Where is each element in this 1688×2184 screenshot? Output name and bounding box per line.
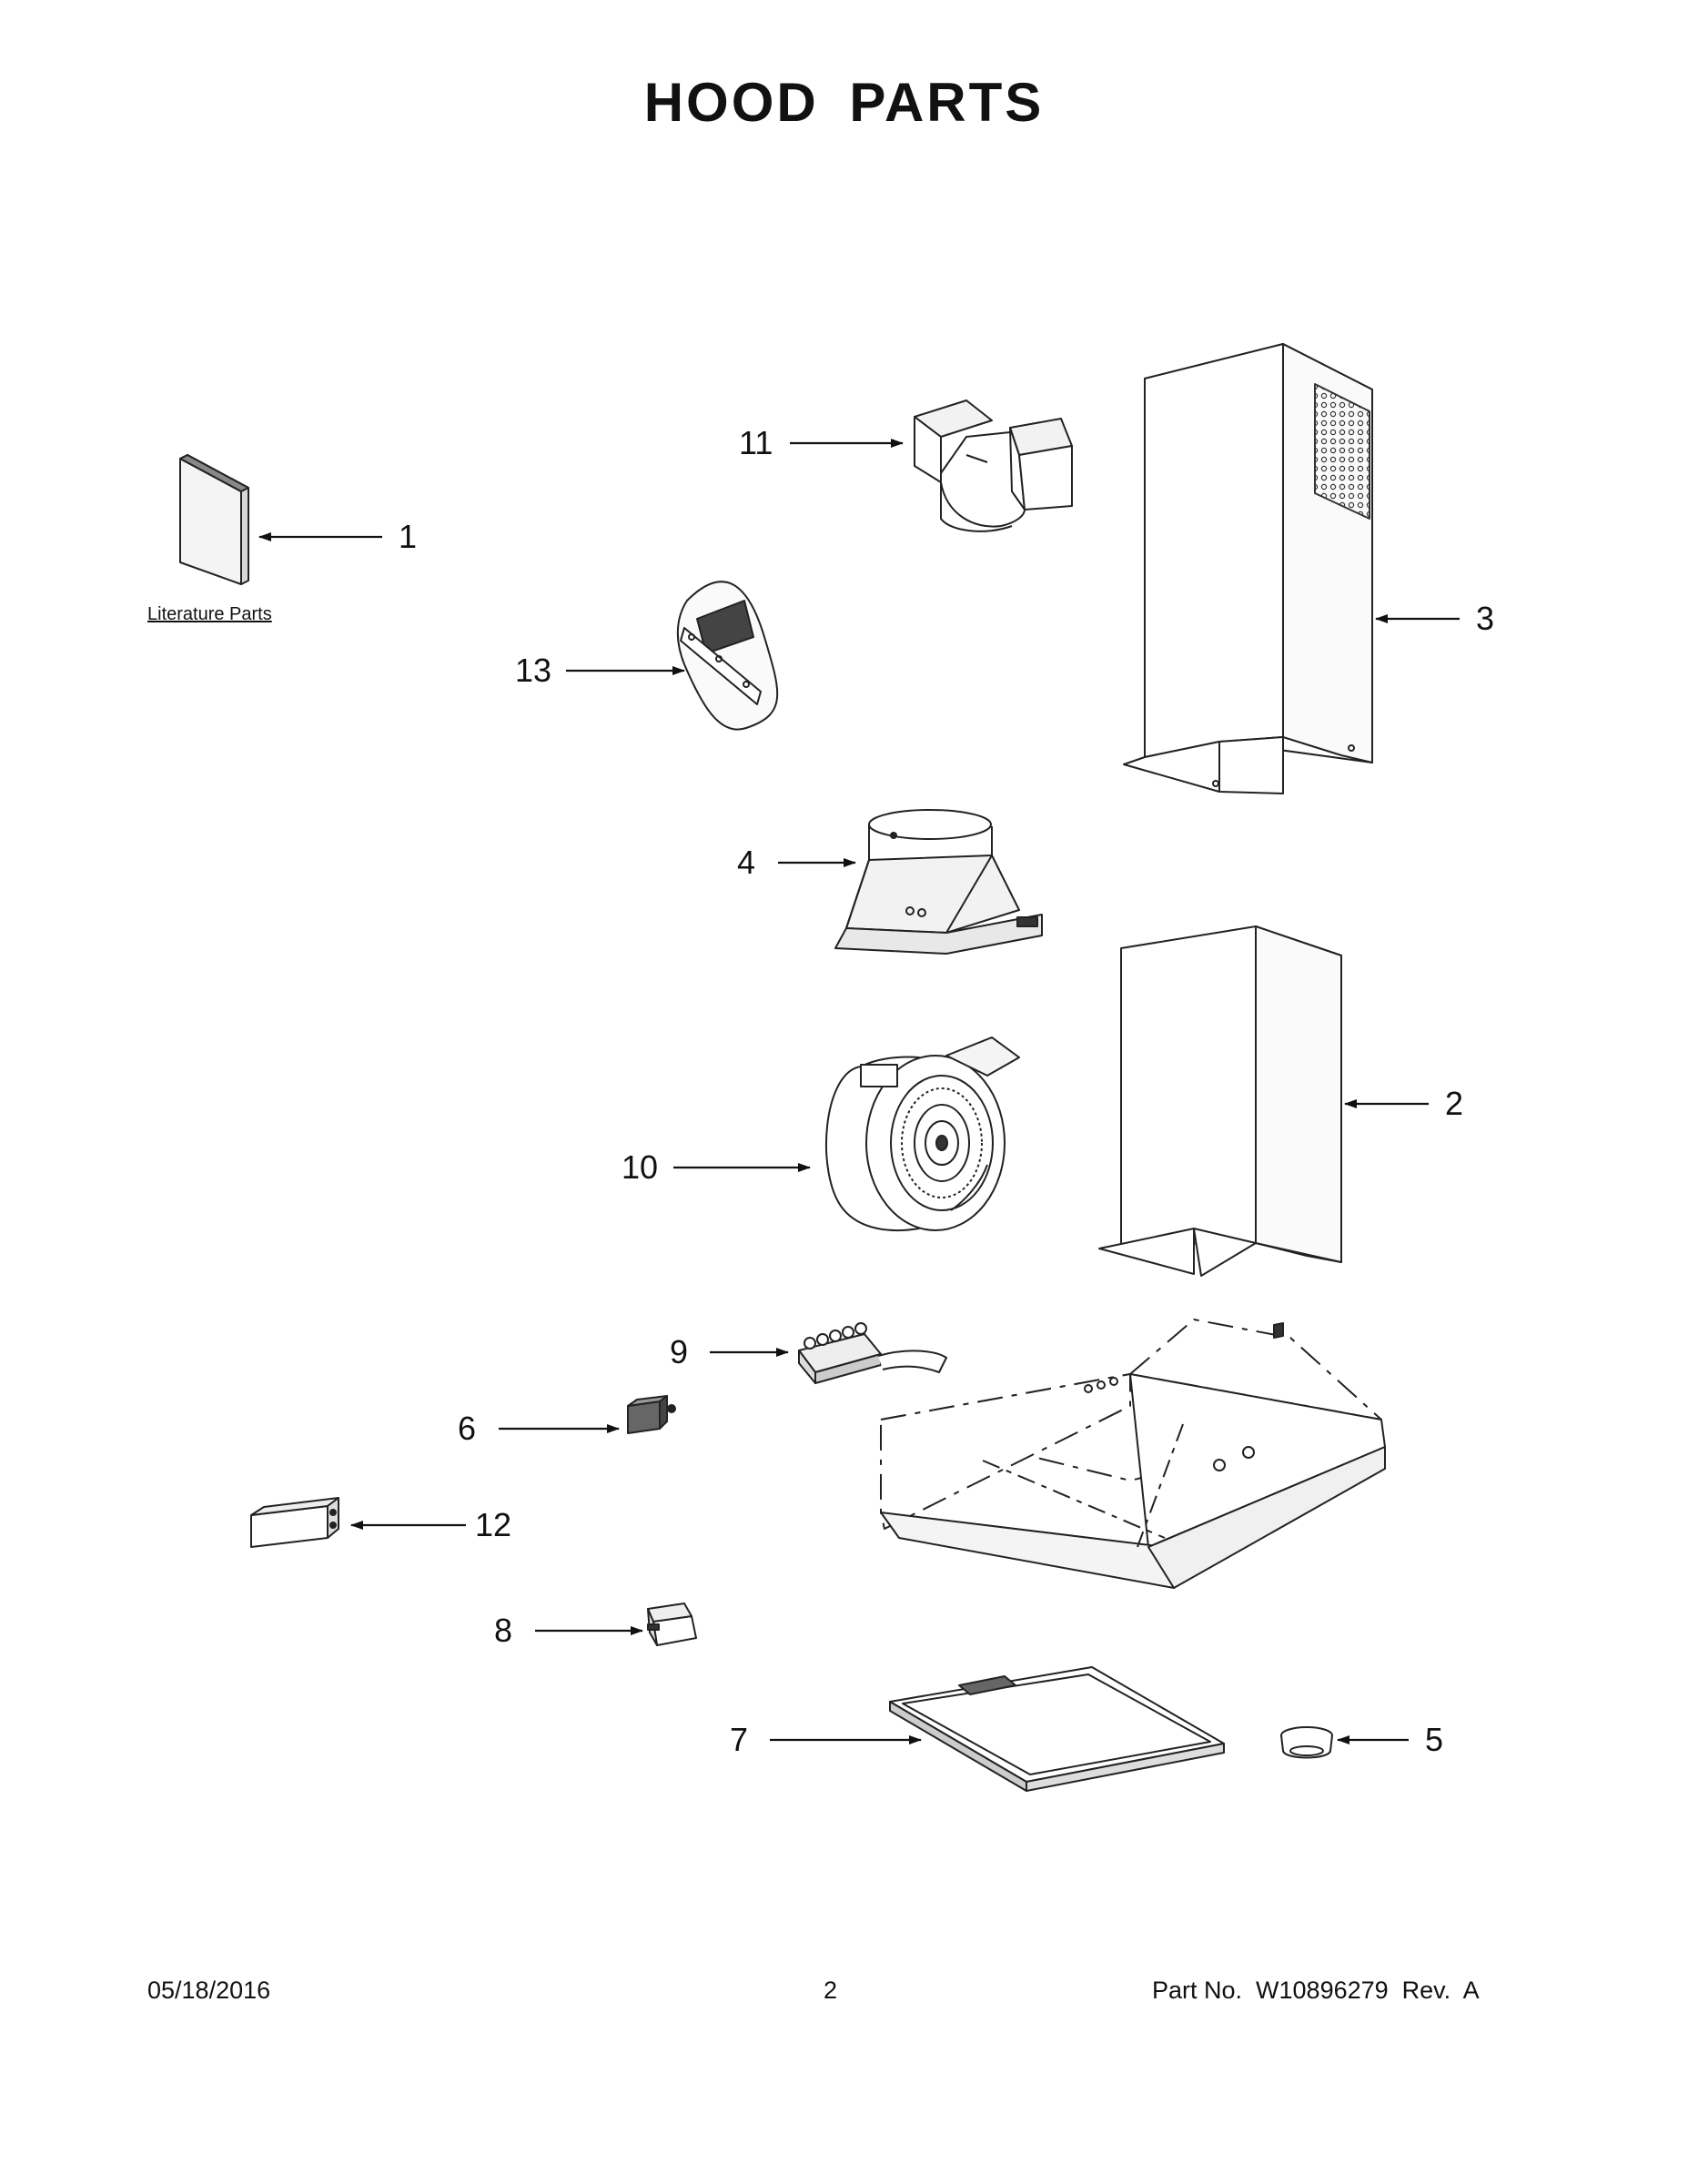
callout-7: 7 [730, 1721, 749, 1758]
callout-12: 12 [475, 1506, 512, 1543]
bracket-box-part-8 [647, 1603, 697, 1646]
hood-canopy [880, 1319, 1386, 1589]
page-title: HOOD PARTS [643, 72, 1045, 133]
footer-part-number: Part No. W10896279 Rev. A [1152, 1977, 1480, 2004]
bracket-kit-part-13 [676, 581, 779, 731]
blower-motor-part-10 [824, 1036, 1020, 1231]
driver-box-part-12 [250, 1497, 339, 1548]
callout-2: 2 [1445, 1085, 1464, 1122]
footer-date: 05/18/2016 [147, 1977, 271, 2004]
light-lens-part-5 [1280, 1726, 1333, 1759]
duct-connector-part-11 [914, 399, 1073, 532]
callout-5: 5 [1425, 1721, 1444, 1758]
callout-11: 11 [739, 424, 773, 461]
callout-13: 13 [515, 652, 552, 689]
callout-1: 1 [399, 518, 418, 555]
callout-3: 3 [1476, 600, 1495, 637]
literature-parts-label: Literature Parts [147, 604, 272, 624]
callout-10: 10 [622, 1148, 659, 1186]
grease-filter-part-7 [889, 1666, 1225, 1792]
literature-booklet-part-1 [179, 454, 249, 585]
terminal-block-part-9 [798, 1322, 947, 1384]
callout-4: 4 [737, 844, 756, 881]
switch-part-6 [627, 1395, 676, 1434]
footer-page-number: 2 [824, 1977, 838, 2004]
upper-chimney-cover-part-3 [1123, 343, 1373, 794]
callout-9: 9 [670, 1333, 689, 1370]
lower-chimney-cover-part-2 [1098, 925, 1342, 1277]
callout-8: 8 [494, 1612, 513, 1649]
blower-housing-part-4 [834, 809, 1043, 955]
callout-6: 6 [458, 1410, 477, 1447]
